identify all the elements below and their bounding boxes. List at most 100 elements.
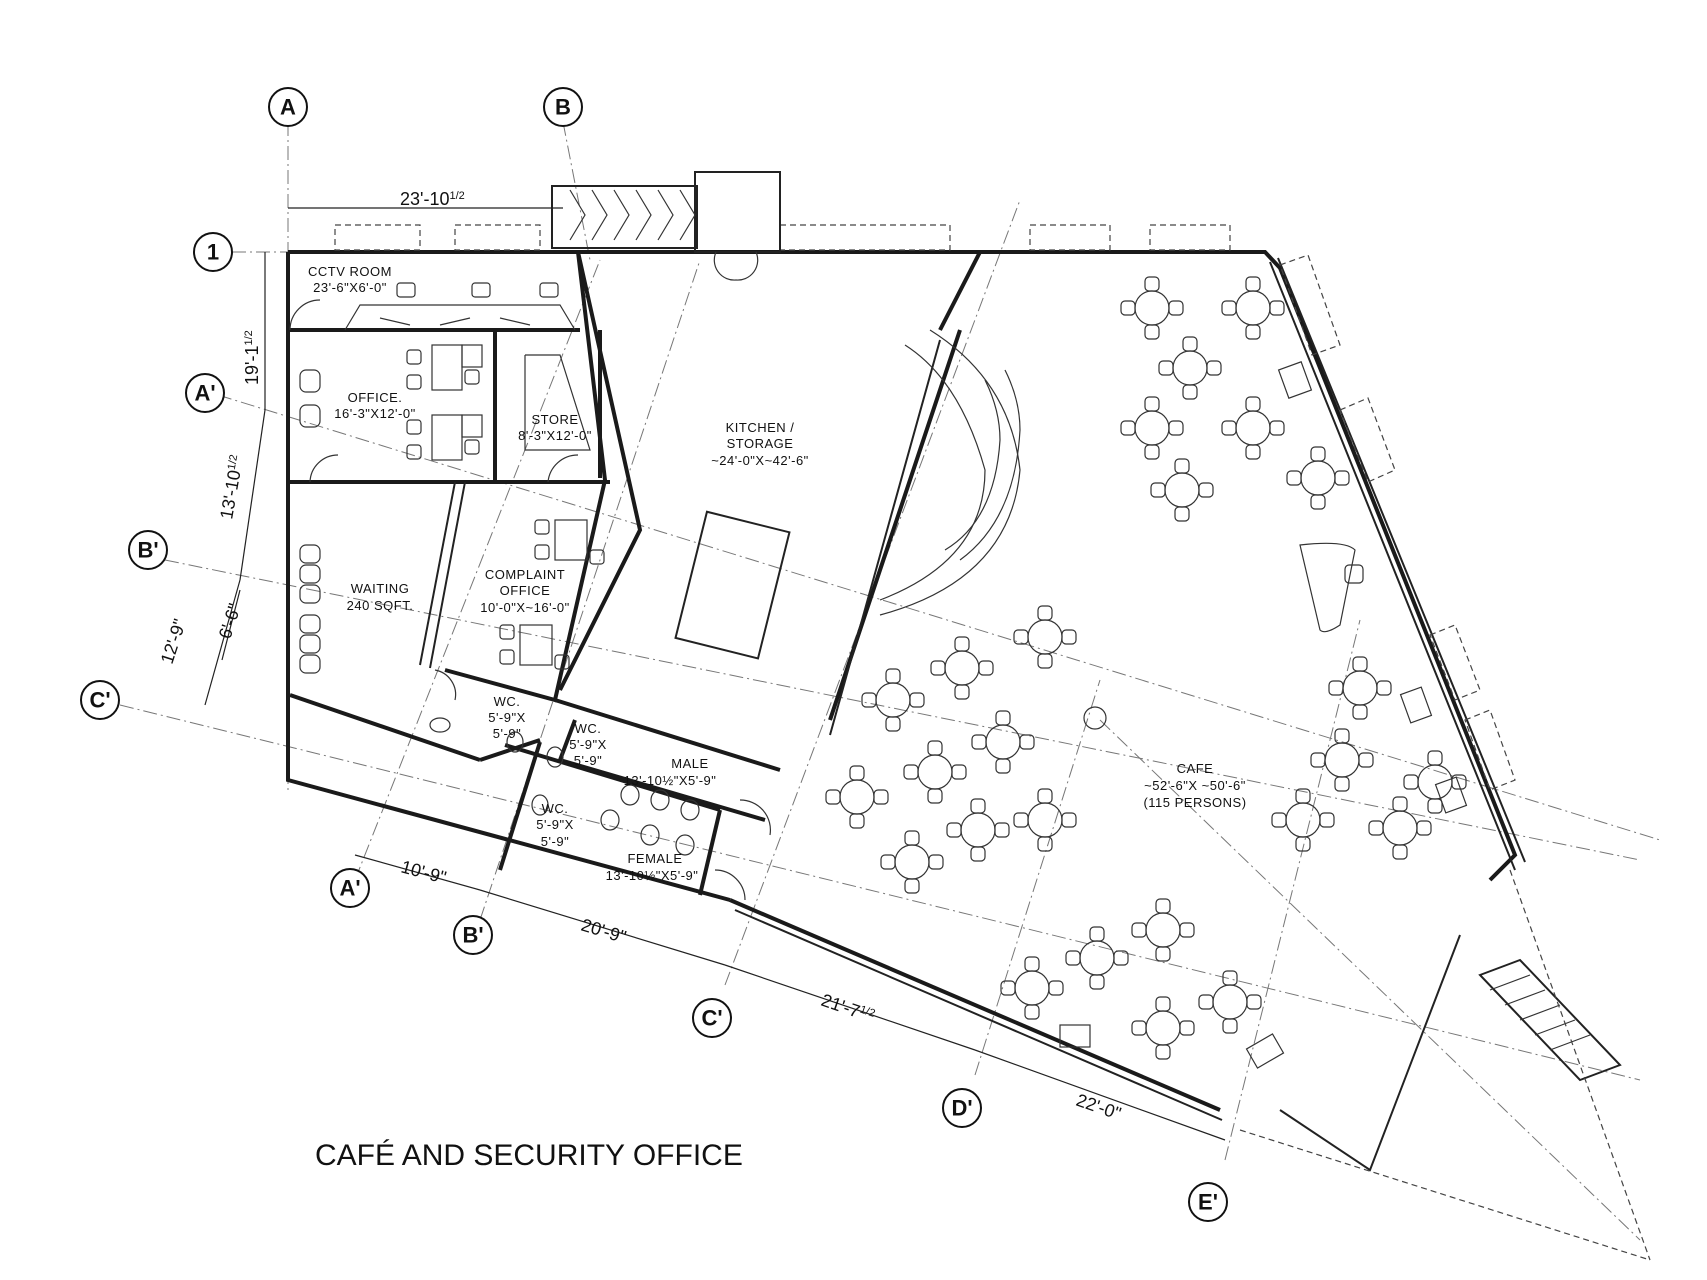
cafe-chair	[1221, 300, 1237, 316]
cafe-chair	[1416, 820, 1432, 836]
grid-bubble-c-prime-bottom: C'	[692, 998, 732, 1038]
cafe-chair	[1352, 704, 1368, 720]
cafe-chair	[1155, 1044, 1171, 1060]
cafe-chair	[1120, 420, 1136, 436]
dim-left-small: 6'-6"	[215, 601, 245, 641]
window-outlines	[334, 171, 1231, 253]
grid-bubble-a-prime-left: A'	[185, 373, 225, 413]
cafe-chair	[1222, 970, 1238, 986]
cafe-chair	[1179, 922, 1195, 938]
cafe-table	[1150, 458, 1214, 522]
cafe-chair	[1334, 776, 1350, 792]
grid-bubble-c-prime-left: C'	[80, 680, 120, 720]
cafe-chair	[994, 822, 1010, 838]
exterior-walls	[286, 250, 1526, 1121]
room-cctv-name: CCTV ROOM	[308, 264, 392, 279]
cafe-chair	[1328, 680, 1344, 696]
cafe-chair	[1024, 1004, 1040, 1020]
cafe-chair	[1206, 360, 1222, 376]
cafe-table	[825, 765, 889, 829]
room-kitchen-size: ~24'-0"X~42'-6"	[711, 453, 809, 468]
cafe-chair	[825, 789, 841, 805]
grid-bubble-a: A	[268, 87, 308, 127]
cafe-booths	[1059, 361, 1468, 1069]
room-wc1-size2: 5'-9"	[493, 726, 521, 741]
dim-top-width: 23'-101/2	[400, 189, 465, 209]
cafe-table	[1368, 796, 1432, 860]
cafe-chair	[1120, 300, 1136, 316]
cafe-table	[1198, 970, 1262, 1034]
grid-bubble-b-prime-left: B'	[128, 530, 168, 570]
cafe-table	[903, 740, 967, 804]
dim-left-upper: 19'-11/2	[242, 330, 262, 385]
room-cafe-name: CAFE	[1177, 761, 1214, 776]
cafe-chair	[1310, 752, 1326, 768]
cafe-table	[1328, 656, 1392, 720]
room-female-name: FEMALE	[627, 851, 682, 866]
store-shelf	[524, 354, 591, 451]
cafe-table	[1158, 336, 1222, 400]
room-wc2-size: 5'-9"X	[569, 737, 607, 752]
cafe-chair	[970, 846, 986, 862]
cafe-chair	[1269, 420, 1285, 436]
cafe-chair	[995, 710, 1011, 726]
room-wc1-name: WC.	[494, 694, 521, 709]
cafe-chair	[1392, 796, 1408, 812]
cafe-chair	[861, 692, 877, 708]
room-wc2-name: WC.	[575, 721, 602, 736]
svg-text:A': A'	[339, 876, 360, 901]
cafe-table	[946, 798, 1010, 862]
cafe-chair	[930, 660, 946, 676]
cafe-chair	[1269, 300, 1285, 316]
room-cafe-capacity: (115 PERSONS)	[1143, 795, 1246, 810]
cafe-chair	[1245, 324, 1261, 340]
cafe-table	[1120, 276, 1184, 340]
cafe-chair	[1310, 494, 1326, 510]
svg-text:C': C'	[89, 688, 110, 713]
cafe-chair	[970, 798, 986, 814]
cafe-chair	[1150, 482, 1166, 498]
cafe-chair	[1155, 996, 1171, 1012]
cafe-chair	[1013, 629, 1029, 645]
dim-left-mid: 13'-101/2	[216, 453, 247, 520]
office-furniture	[299, 344, 483, 461]
dim-bottom-3: 21'-71/2	[819, 990, 877, 1027]
cafe-chair	[909, 692, 925, 708]
cafe-chair	[928, 854, 944, 870]
grid-bubble-e-prime-bottom: E'	[1188, 1182, 1228, 1222]
dim-bottom-2: 20'-9"	[579, 915, 629, 948]
grid-bubble-a-prime-bottom: A'	[330, 868, 370, 908]
grid-bubble-b-prime-bottom: B'	[453, 915, 493, 955]
cafe-chair	[1037, 836, 1053, 852]
dimension-lines	[204, 207, 1226, 1141]
cafe-chair	[1358, 752, 1374, 768]
svg-text:A': A'	[194, 381, 215, 406]
cafe-table	[1131, 996, 1195, 1060]
cafe-chair	[1174, 506, 1190, 522]
cafe-chair	[849, 813, 865, 829]
cafe-chair	[1221, 420, 1237, 436]
drawing-title: CAFÉ AND SECURITY OFFICE	[315, 1139, 743, 1172]
cafe-chair	[1295, 836, 1311, 852]
cafe-chair	[1158, 360, 1174, 376]
room-waiting-name: WAITING	[351, 581, 410, 596]
cafe-table	[1013, 605, 1077, 669]
cafe-chair	[971, 734, 987, 750]
cafe-chair	[880, 854, 896, 870]
cafe-table	[1065, 926, 1129, 990]
svg-text:1: 1	[207, 240, 219, 265]
cafe-chair	[1013, 812, 1029, 828]
cafe-chair	[1061, 812, 1077, 828]
grid-bubble-1: 1	[193, 232, 233, 272]
cafe-chair	[951, 764, 967, 780]
dim-left-lower: 12'-9"	[157, 616, 190, 666]
cafe-chair	[927, 740, 943, 756]
right-bays	[1279, 254, 1516, 791]
kitchen-counter	[879, 329, 1021, 616]
cafe-chair	[1168, 420, 1184, 436]
cafe-chair	[1174, 458, 1190, 474]
cafe-chair	[904, 830, 920, 846]
cafe-chair	[885, 668, 901, 684]
cafe-chair	[954, 636, 970, 652]
toilet-fixtures	[429, 717, 700, 856]
